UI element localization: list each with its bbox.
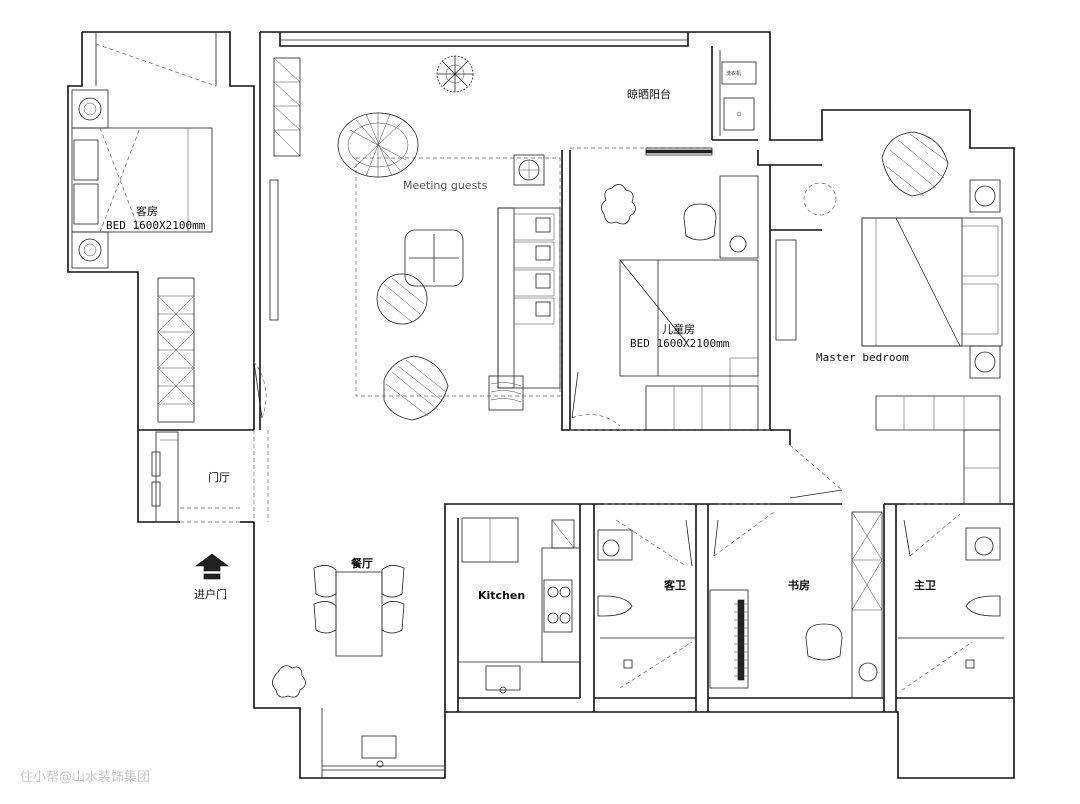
living-cabinet (269, 57, 301, 321)
guest-bed-label: BED 1600X2100mm (106, 219, 206, 232)
plant-stand-icon (803, 182, 837, 216)
side-table-icon (513, 154, 545, 186)
master-bath: 主卫 (898, 513, 1004, 691)
stove-icon (543, 579, 573, 633)
master-sink-icon (965, 527, 1001, 561)
kids-room: 儿童房 BED 1600X2100mm (571, 175, 759, 431)
guest-sink-icon (597, 529, 633, 561)
washer-icon (723, 97, 755, 131)
study-label: 书房 (788, 578, 810, 592)
kids-room-label: 儿童房 (662, 322, 695, 336)
round-table-icon (376, 273, 428, 325)
drying-balcony: 晾晒阳台 洗衣机 (436, 55, 757, 156)
armchair-icon (383, 355, 449, 421)
kitchen-sink-icon (485, 665, 521, 691)
meeting-label: Meeting guests (403, 179, 488, 192)
washer-label: 洗衣机 (726, 70, 741, 77)
piano-icon (709, 589, 749, 689)
ottoman-icon (488, 375, 524, 411)
dining-plant-icon (272, 665, 306, 698)
lounge-chair-icon (337, 112, 419, 178)
guest-bath: 客卫 (597, 519, 696, 689)
study: 书房 (709, 511, 883, 699)
foyer-label: 门厅 (208, 470, 230, 484)
master-bedroom-label: Master bedroom (816, 351, 909, 364)
meeting-area: Meeting guests (337, 112, 561, 421)
study-chair-icon (805, 623, 843, 661)
watermark: 住小帮@山水装饰集团 (20, 769, 150, 785)
master-toilet-icon (965, 595, 1001, 617)
entrance-label: 进户门 (194, 587, 227, 601)
guest-toilet-icon (597, 595, 633, 617)
dining: 餐厅 (272, 556, 405, 768)
dining-chair-icon (313, 565, 337, 598)
balcony-label: 晾晒阳台 (627, 87, 671, 101)
master-bed-icon (861, 217, 1003, 347)
desk-chair-icon (683, 203, 717, 241)
foyer: 门厅 进户门 (151, 431, 230, 601)
master-bedroom: Master bedroom (775, 131, 1003, 505)
dining-table-icon (335, 571, 383, 657)
entrance-arrow-icon (195, 553, 229, 572)
kids-bed-icon (619, 259, 759, 377)
guest-room-label: 客房 (136, 204, 158, 218)
dining-label: 餐厅 (350, 556, 373, 570)
plant-icon (436, 55, 474, 93)
kitchen-label: Kitchen (478, 589, 525, 602)
interior-walls (444, 46, 1014, 712)
guest-bath-label: 客卫 (663, 578, 686, 592)
dashed-boundaries (180, 147, 950, 523)
kitchen: Kitchen (458, 517, 581, 694)
coffee-table-icon (404, 229, 464, 287)
exterior-walls (67, 31, 1015, 779)
master-bath-label: 主卫 (914, 578, 936, 592)
kids-bed-label: BED 1600X2100mm (630, 337, 730, 350)
rug-icon (601, 184, 636, 225)
master-armchair-icon (881, 131, 949, 197)
guest-room: 客房 BED 1600X2100mm (71, 89, 267, 423)
sofa-icon (497, 207, 561, 389)
